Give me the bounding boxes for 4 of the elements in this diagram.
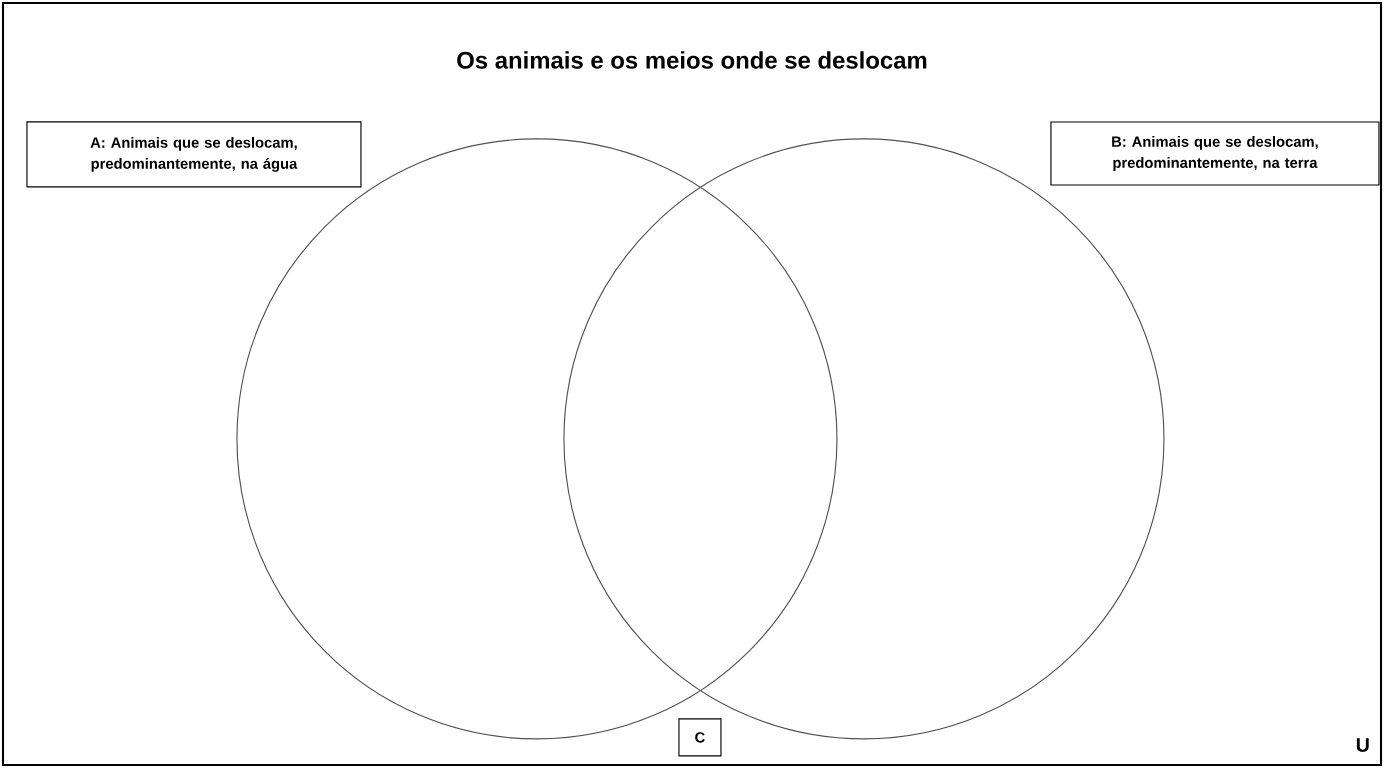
label-box: B: Animais que se deslocam, predominantemente, na terra	[1050, 121, 1380, 186]
label-box: C	[678, 718, 722, 757]
label-box: A: Animais que se deslocam, predominantemente, na água	[26, 121, 362, 188]
title: Os animais e os meios onde se deslocam	[457, 51, 927, 69]
